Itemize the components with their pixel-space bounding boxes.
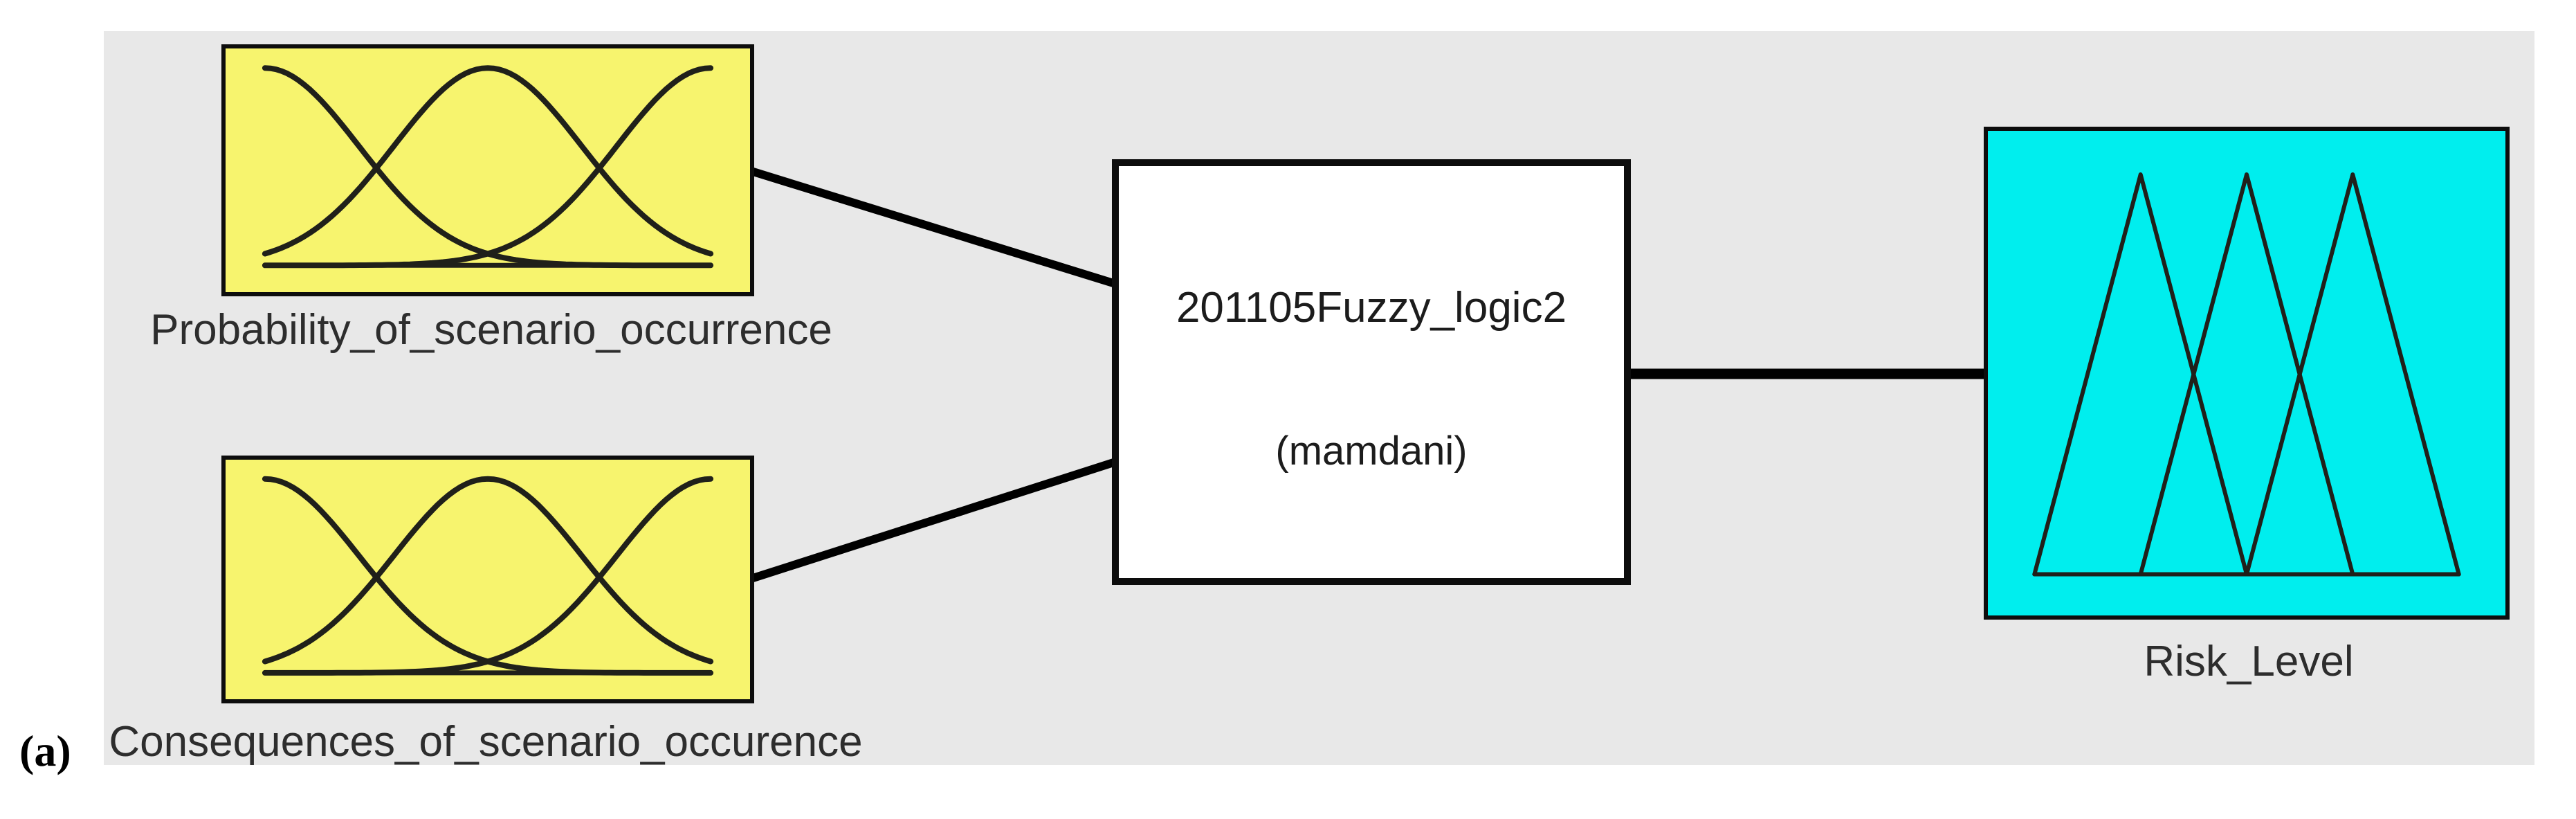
membership-curve bbox=[262, 65, 714, 269]
membership-curve bbox=[262, 65, 714, 269]
fis-rule-node: 201105Fuzzy_logic2 (mamdani) bbox=[1112, 159, 1631, 585]
membership-curve bbox=[262, 476, 714, 676]
fis-inference-type: (mamdani) bbox=[1275, 429, 1468, 474]
gaussian-mf-plot bbox=[262, 476, 714, 676]
membership-curve bbox=[2032, 172, 2249, 577]
input2-label: Consequences_of_scenario_occurence bbox=[109, 718, 863, 766]
input-node-probability bbox=[221, 44, 754, 296]
membership-curve bbox=[262, 65, 714, 257]
output-node-risk-level bbox=[1984, 127, 2510, 620]
membership-curve bbox=[262, 476, 714, 676]
input-node-consequences bbox=[221, 456, 754, 703]
membership-curve bbox=[2138, 172, 2355, 577]
gaussian-mf-plot bbox=[262, 65, 714, 269]
fis-name: 201105Fuzzy_logic2 bbox=[1176, 284, 1567, 332]
output-label: Risk_Level bbox=[2144, 638, 2354, 685]
figure-panel-letter: (a) bbox=[19, 726, 71, 775]
connector-input1-to-system bbox=[747, 166, 1124, 290]
connector-input2-to-system bbox=[747, 456, 1124, 584]
membership-curve bbox=[2245, 172, 2461, 577]
membership-curve bbox=[262, 476, 714, 665]
triangular-mf-plot bbox=[2032, 172, 2461, 577]
input1-label: Probability_of_scenario_occurrence bbox=[150, 306, 832, 354]
